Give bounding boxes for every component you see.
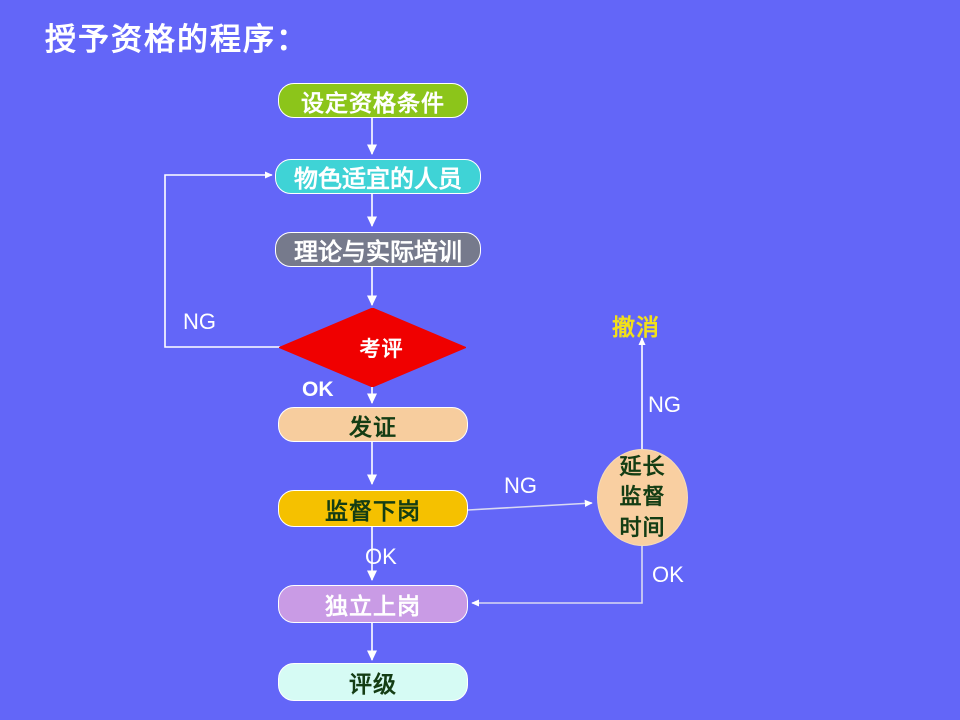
assessment-diamond-shape: [279, 308, 466, 387]
node-set-criteria[interactable]: 设定资格条件: [278, 83, 468, 118]
node-supervised-label: 监督下岗: [325, 497, 421, 525]
node-independent-label: 独立上岗: [325, 593, 421, 620]
node-set-criteria-label: 设定资格条件: [301, 89, 445, 117]
edge-label-cancel: 撤消: [612, 314, 660, 341]
edge-label-assessment-ok: OK: [302, 378, 334, 401]
node-training[interactable]: 理论与实际培训: [275, 232, 481, 267]
node-find-people-label: 物色适宜的人员: [294, 164, 462, 193]
node-independent[interactable]: 独立上岗: [278, 585, 468, 623]
node-extend-period-line2: 监督: [619, 484, 666, 511]
edge-extend-ok-to-independent: [471, 546, 643, 607]
page-title: 授予资格的程序：: [45, 22, 309, 58]
node-extend-period-label: 延长 监督 时间: [619, 452, 665, 543]
node-extend-period[interactable]: 延长 监督 时间: [597, 449, 688, 546]
edge-label-supervised-ok: OK: [365, 544, 397, 569]
node-grading-label: 评级: [349, 671, 397, 698]
edge-label-assessment-ng: NG: [183, 309, 216, 334]
node-assessment[interactable]: 考评: [279, 308, 466, 387]
node-supervised[interactable]: 监督下岗: [278, 490, 468, 527]
node-extend-period-line3: 时间: [619, 514, 666, 541]
node-issue-cert[interactable]: 发证: [278, 407, 468, 442]
node-issue-cert-label: 发证: [349, 413, 397, 441]
node-training-label: 理论与实际培训: [294, 237, 462, 266]
edge-label-extend-ok: OK: [652, 562, 684, 587]
edge-supervised-ng-to-extend: [467, 499, 593, 511]
node-grading[interactable]: 评级: [278, 663, 468, 701]
edge-label-supervised-ng: NG: [504, 473, 537, 498]
node-find-people[interactable]: 物色适宜的人员: [275, 159, 481, 194]
edge-label-extend-ng: NG: [648, 392, 681, 417]
node-extend-period-line1: 延长: [619, 453, 666, 480]
